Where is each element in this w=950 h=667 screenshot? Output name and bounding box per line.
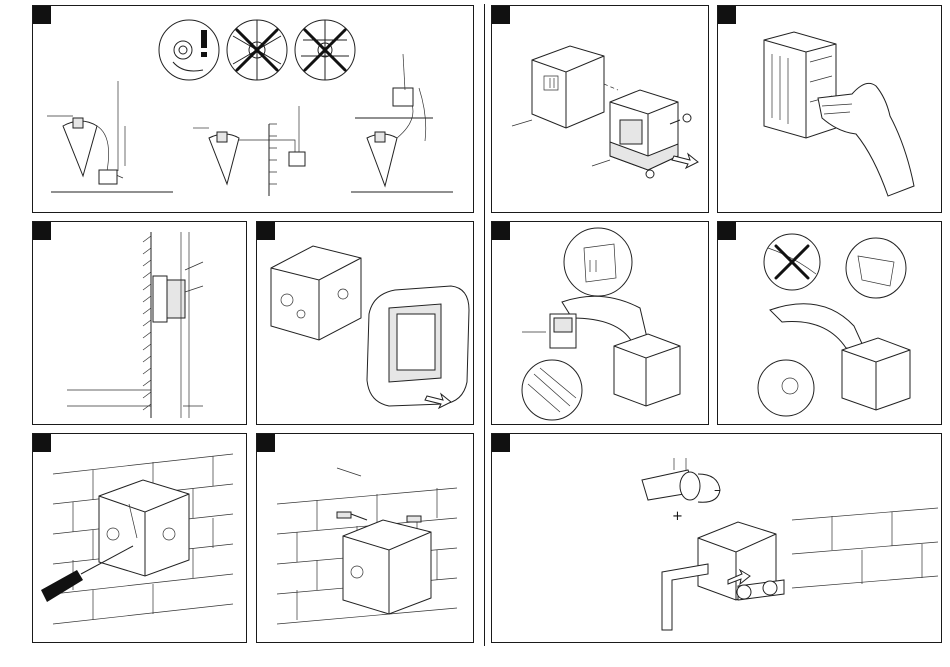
mounting-box xyxy=(842,338,910,410)
brick-wall xyxy=(792,508,938,588)
wrong-routing-icon xyxy=(764,234,820,290)
mounting-box xyxy=(99,480,189,576)
socket-unit xyxy=(550,314,576,348)
panel-wall-section xyxy=(32,221,247,425)
arrow-icon xyxy=(672,154,698,168)
urinal-sketch-middle xyxy=(193,106,305,196)
pipe-fitting xyxy=(642,458,720,502)
mounting-box xyxy=(764,32,836,138)
panel-socket-placement xyxy=(32,5,474,213)
panel-brick-screwdriver xyxy=(32,433,247,643)
minus-sign: – xyxy=(714,483,721,498)
mounting-box xyxy=(614,334,680,406)
cover-frame xyxy=(367,286,469,406)
column-divider xyxy=(484,4,485,646)
panel-press-box xyxy=(717,5,942,213)
detail-circle xyxy=(564,228,632,296)
panel-box-assembly xyxy=(491,5,709,213)
mounting-box-front xyxy=(610,90,678,170)
panel-cable-routing xyxy=(491,221,709,425)
urinal-sketch-left xyxy=(47,81,173,192)
detail-circle xyxy=(758,360,814,416)
socket-correct-icon xyxy=(159,20,219,80)
cable-duct xyxy=(770,304,864,348)
screw-icon xyxy=(337,512,367,520)
mounting-box xyxy=(271,246,361,340)
screw-icon xyxy=(407,516,421,522)
mounting-box-section xyxy=(153,232,189,418)
detail-circle xyxy=(846,238,906,298)
panel-brick-screws xyxy=(256,433,474,643)
panel-box-frame xyxy=(256,221,474,425)
panel-routing-check xyxy=(717,221,942,425)
panel-pipe-connection: – + xyxy=(491,433,942,643)
plus-sign: + xyxy=(672,509,683,524)
urinal-sketch-right xyxy=(351,54,453,192)
socket-wrong-icon xyxy=(295,20,355,80)
socket-wrong-icon xyxy=(227,20,287,80)
mounting-box-back xyxy=(532,46,604,128)
hand-icon xyxy=(818,83,914,196)
mounting-box xyxy=(343,520,431,614)
screw-icon xyxy=(646,170,654,178)
